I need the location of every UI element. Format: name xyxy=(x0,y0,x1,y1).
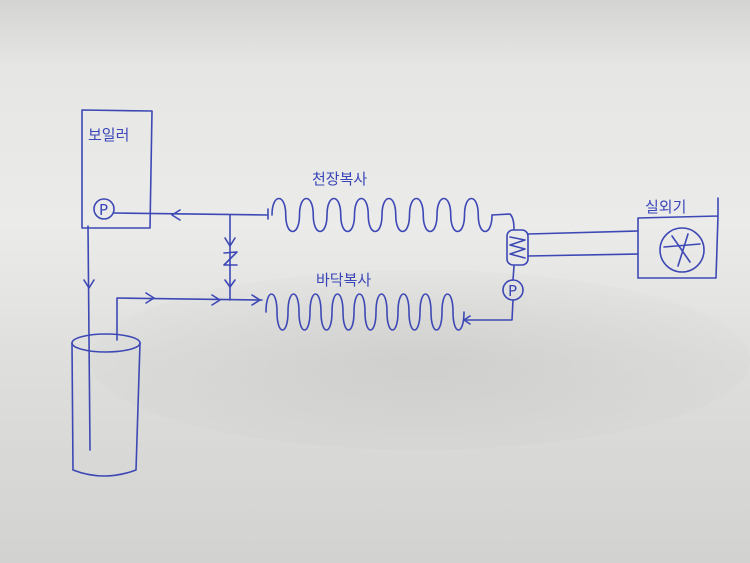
boiler-label: 보일러 xyxy=(88,126,129,144)
boiler: 보일러 P xyxy=(81,109,153,229)
outdoor-unit: 실외기 xyxy=(637,197,719,279)
coil-to-exchanger-pipe xyxy=(491,213,515,230)
ceiling-radiant-coil xyxy=(271,197,493,233)
arrow-down-icon xyxy=(224,237,236,288)
valve-icon xyxy=(223,251,238,266)
heat-exchanger xyxy=(506,229,529,266)
pump-icon xyxy=(93,198,115,220)
paper-shadow xyxy=(90,270,750,450)
upper-pipe xyxy=(113,208,269,220)
tank-feed-pipe xyxy=(87,225,91,451)
storage-tank xyxy=(71,333,141,477)
outdoor-unit-label: 실외기 xyxy=(645,198,686,216)
pump-right-label: P xyxy=(508,282,517,300)
ceiling-radiant-label: 천장복사 xyxy=(312,170,367,188)
pump-icon xyxy=(502,279,524,301)
arrow-down-icon xyxy=(83,279,95,289)
refrigerant-pipes xyxy=(527,230,639,257)
floor-radiant-coil xyxy=(265,293,465,331)
fan-icon xyxy=(659,227,705,273)
arrow-left-icon xyxy=(463,315,471,325)
arrow-left-icon xyxy=(171,209,181,221)
arrow-right-icon xyxy=(145,292,261,306)
floor-radiant-label: 바닥복사 xyxy=(316,271,371,289)
lower-pipe xyxy=(116,297,263,341)
return-pipe xyxy=(463,265,515,321)
pump-boiler-label: P xyxy=(99,201,108,219)
